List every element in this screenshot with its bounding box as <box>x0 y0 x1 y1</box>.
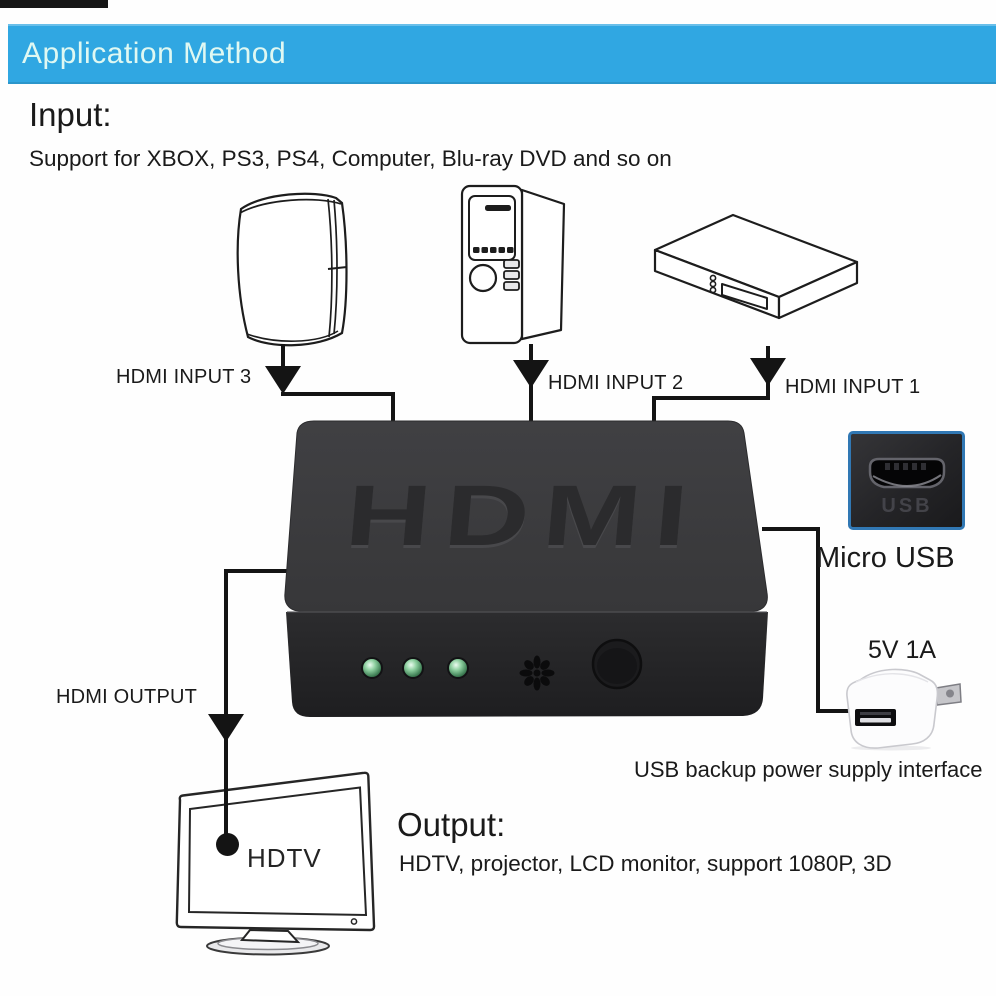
banner-title: Application Method <box>22 37 287 70</box>
front-buttons-icon <box>709 274 717 294</box>
output-heading: Output: <box>397 806 506 843</box>
hdtv-screen-label: HDTV <box>247 843 322 873</box>
output-endpoint-dot <box>216 833 239 856</box>
hdmi-input3-label: HDMI INPUT 3 <box>116 366 252 388</box>
usb-power-adapter-illustration <box>846 668 962 751</box>
usb-a-port-icon <box>855 709 896 726</box>
svg-text:HDMI: HDMI <box>342 471 705 567</box>
input3-arrow-icon <box>265 366 301 394</box>
tv-power-led-icon <box>350 918 358 925</box>
hdmi-input2-label: HDMI INPUT 2 <box>548 372 684 394</box>
display-window-icon <box>721 283 768 310</box>
usb-engraving-text: USB <box>881 495 932 517</box>
output-arrow-icon <box>208 714 244 742</box>
input1-elbow-v-right <box>766 382 770 400</box>
input2-drop-line <box>529 384 533 426</box>
usb-backup-caption: USB backup power supply interface <box>634 757 983 782</box>
output-line-v <box>224 569 228 849</box>
hdmi-output-label: HDMI OUTPUT <box>56 686 198 708</box>
hdmi-emboss-text: HDMI HDMI <box>342 468 706 567</box>
power-line-h2 <box>816 709 850 713</box>
micro-usb-photo: USB <box>848 431 965 530</box>
status-led-icons <box>361 657 469 679</box>
input1-elbow-h <box>652 396 770 400</box>
input1-stub-line <box>766 346 770 360</box>
power-rating-label: 5V 1A <box>868 636 937 664</box>
top-edge-strip <box>0 0 108 8</box>
power-button-icon <box>468 263 498 293</box>
input1-arrow-icon <box>750 358 786 386</box>
vent-row-icon <box>473 247 514 253</box>
bluray-player-illustration <box>653 213 859 320</box>
svg-text:HDMI: HDMI <box>342 468 705 564</box>
ir-sensor-icon <box>519 655 555 691</box>
input3-elbow-h <box>281 392 395 396</box>
power-line-h1 <box>762 527 820 531</box>
hdmi-switch-illustration: HDMI HDMI <box>284 420 768 717</box>
input2-stub-line <box>529 344 533 362</box>
hdmi-input1-label: HDMI INPUT 1 <box>785 376 921 398</box>
drive-bays-icon <box>503 259 520 291</box>
output-line-h <box>224 569 296 573</box>
disc-slot-icon <box>485 205 511 211</box>
select-button-icon <box>591 638 643 690</box>
input-support-text: Support for XBOX, PS3, PS4, Computer, Bl… <box>29 146 672 171</box>
ps3-console-illustration <box>236 192 348 347</box>
computer-illustration <box>460 184 566 345</box>
input2-arrow-icon <box>513 360 549 388</box>
hdtv-illustration: HDTV <box>175 771 376 956</box>
power-line-v <box>816 527 820 713</box>
input-heading: Input: <box>29 96 112 133</box>
tv-stand-neck-icon <box>239 928 301 944</box>
input1-elbow-v-left <box>652 396 656 426</box>
micro-usb-caption: Micro USB <box>816 542 955 574</box>
micro-usb-port-icon: USB <box>868 457 946 517</box>
banner: Application Method <box>8 24 996 84</box>
input3-elbow-v <box>391 392 395 426</box>
output-support-text: HDTV, projector, LCD monitor, support 10… <box>399 851 892 876</box>
input3-stub-line <box>281 344 285 368</box>
